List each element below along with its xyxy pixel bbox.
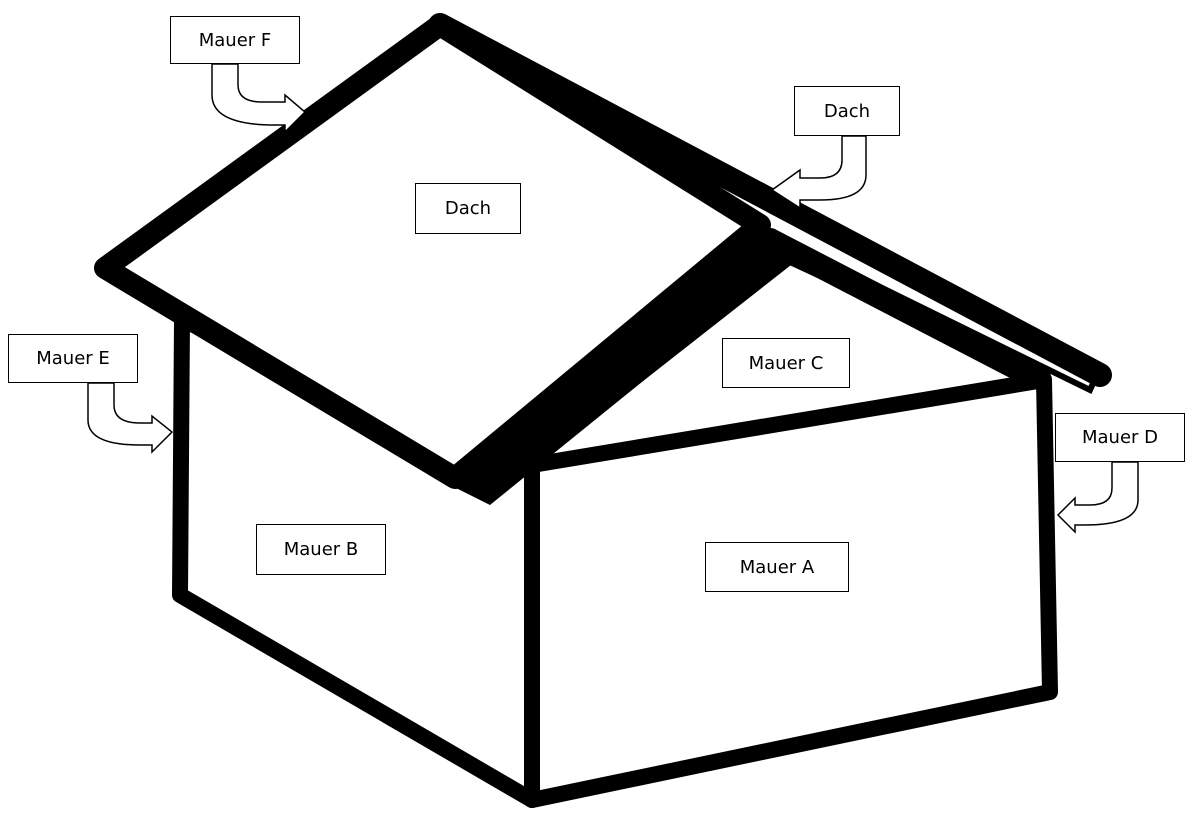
roof-ridge-beam bbox=[440, 222, 790, 505]
label-mauer-e: Mauer E bbox=[8, 334, 138, 383]
label-mauer-d: Mauer D bbox=[1055, 413, 1185, 462]
arrow-mauer-e bbox=[87, 382, 174, 454]
label-mauer-a: Mauer A bbox=[705, 542, 849, 592]
label-dach-back-roof: Dach bbox=[794, 86, 900, 136]
label-mauer-c: Mauer C bbox=[722, 338, 850, 388]
arrow-dach-back bbox=[770, 135, 867, 210]
arrow-mauer-f bbox=[211, 63, 307, 134]
arrow-mauer-d bbox=[1056, 461, 1139, 534]
roof-gable-rim bbox=[758, 228, 1052, 392]
roof-front-slope bbox=[94, 14, 771, 489]
label-dach-front-roof: Dach bbox=[415, 183, 521, 234]
label-mauer-f: Mauer F bbox=[170, 16, 300, 64]
label-mauer-b: Mauer B bbox=[256, 524, 386, 575]
